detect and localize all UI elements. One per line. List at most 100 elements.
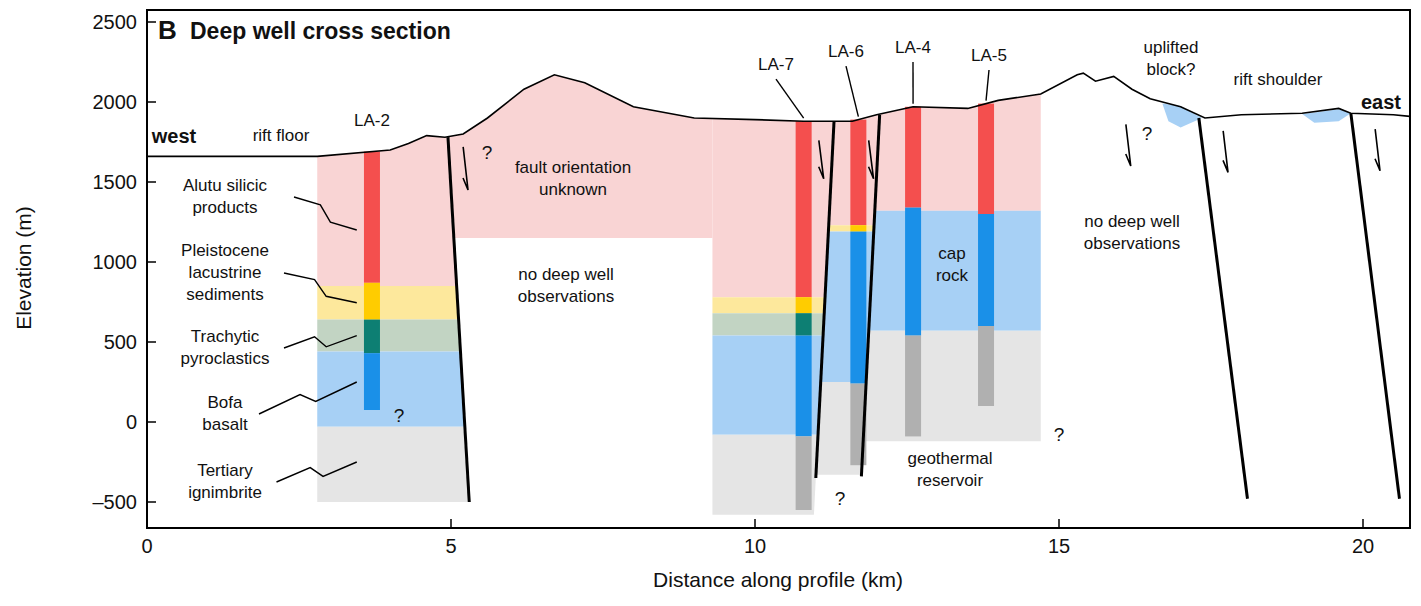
diagram-title: Deep well cross section xyxy=(190,17,451,47)
rock-layer xyxy=(317,136,456,286)
axis-tick xyxy=(1058,519,1060,528)
well-log xyxy=(978,214,994,326)
well-log xyxy=(796,336,812,437)
axis-tick-label: 15 xyxy=(1048,533,1070,559)
well-label: LA-6 xyxy=(828,41,864,63)
axis-tick-label: 0 xyxy=(126,409,137,435)
leader-line xyxy=(277,462,357,482)
well-log xyxy=(364,353,380,410)
unit-label: Pleistocene lacustrine sediments xyxy=(170,240,280,306)
well-log xyxy=(364,320,380,354)
slip-arrow xyxy=(463,147,468,190)
well-log xyxy=(364,152,380,283)
slip-arrow xyxy=(1375,129,1380,171)
well-log xyxy=(905,208,921,336)
rock-layer xyxy=(829,114,880,225)
side-label: east xyxy=(1361,89,1401,115)
slip-arrow xyxy=(1223,131,1228,173)
rock-layer xyxy=(869,211,1041,331)
well-label: LA-2 xyxy=(354,110,390,132)
axis-title: Distance along profile (km) xyxy=(653,566,903,593)
rock-layer xyxy=(863,331,1041,441)
axis-tick-label: 20 xyxy=(1352,533,1374,559)
well-log xyxy=(796,121,812,297)
rock-layer xyxy=(317,427,469,502)
question-mark: ? xyxy=(1142,122,1153,147)
rock-layer xyxy=(816,382,866,475)
slip-arrow xyxy=(1126,124,1131,166)
leader-line xyxy=(776,79,804,118)
well-log xyxy=(850,225,866,231)
rock-layer xyxy=(712,297,825,313)
axis-tick-label: –500 xyxy=(93,489,138,515)
leader-line xyxy=(284,336,357,348)
annotation: rift floor xyxy=(253,125,310,147)
well-log xyxy=(796,297,812,313)
well-log xyxy=(364,283,380,320)
leader-line xyxy=(259,382,357,414)
unit-label: Alutu silicic products xyxy=(160,175,290,219)
axis-tick-label: 2000 xyxy=(93,89,138,115)
axis-tick xyxy=(147,181,156,183)
well-label: LA-4 xyxy=(895,37,931,59)
axis-tick xyxy=(1362,519,1364,528)
axis-title: Elevation (m) xyxy=(10,206,37,330)
axis-tick-label: 0 xyxy=(141,533,152,559)
axis-tick xyxy=(147,261,156,263)
slip-arrow xyxy=(819,140,824,178)
annotation: fault orientation unknown xyxy=(498,157,648,201)
rock-layer xyxy=(317,352,465,427)
fault-line xyxy=(861,115,879,477)
fault-line xyxy=(1351,113,1400,499)
axis-tick-label: 2500 xyxy=(93,9,138,35)
fault-line xyxy=(448,137,469,502)
leader-line xyxy=(912,62,913,104)
well-log xyxy=(796,313,812,335)
unit-label: Tertiary ignimbrite xyxy=(178,460,273,504)
rock-layer xyxy=(828,225,874,231)
axis-tick xyxy=(147,101,156,103)
panel-letter: B xyxy=(158,14,177,48)
leader-line xyxy=(294,197,357,230)
leader-line xyxy=(986,70,989,101)
well-log xyxy=(850,232,866,384)
question-mark: ? xyxy=(482,141,493,166)
well-log xyxy=(796,436,812,510)
annotation: rift shoulder xyxy=(1234,69,1323,91)
fault-line xyxy=(1199,118,1248,499)
axis-tick-label: 500 xyxy=(104,329,137,355)
axis-tick xyxy=(450,519,452,528)
rock-layer xyxy=(712,313,824,335)
question-mark: ? xyxy=(835,487,846,512)
rock-layer xyxy=(875,94,1041,211)
axis-tick xyxy=(147,421,156,423)
leader-line xyxy=(846,66,858,117)
unit-label: Trachytic pyroclastics xyxy=(170,326,280,370)
axis-tick-label: 10 xyxy=(744,533,766,559)
well-log xyxy=(978,104,994,214)
leader-line xyxy=(284,273,357,303)
plot-frame xyxy=(147,10,1410,528)
rock-layer xyxy=(448,75,712,238)
annotation: geothermal reservoir xyxy=(900,448,1000,492)
question-mark: ? xyxy=(394,404,405,429)
annotation: no deep well observations xyxy=(506,264,626,308)
axis-tick xyxy=(147,21,156,23)
well-log xyxy=(905,107,921,208)
axis-tick xyxy=(147,341,156,343)
axis-tick xyxy=(146,519,148,528)
axis-tick-label: 1000 xyxy=(93,249,138,275)
well-log xyxy=(850,120,866,226)
rock-layer xyxy=(712,118,834,297)
unit-label: Bofa basalt xyxy=(195,392,255,436)
annotation: no deep well observations xyxy=(1072,211,1192,255)
well-log xyxy=(905,336,921,437)
basalt-patch xyxy=(1302,109,1351,123)
rock-layer xyxy=(712,435,818,515)
annotation: cap rock xyxy=(930,243,975,287)
axis-tick xyxy=(147,501,156,503)
fault-line xyxy=(816,121,834,478)
side-label: west xyxy=(152,123,196,149)
axis-tick xyxy=(754,519,756,528)
